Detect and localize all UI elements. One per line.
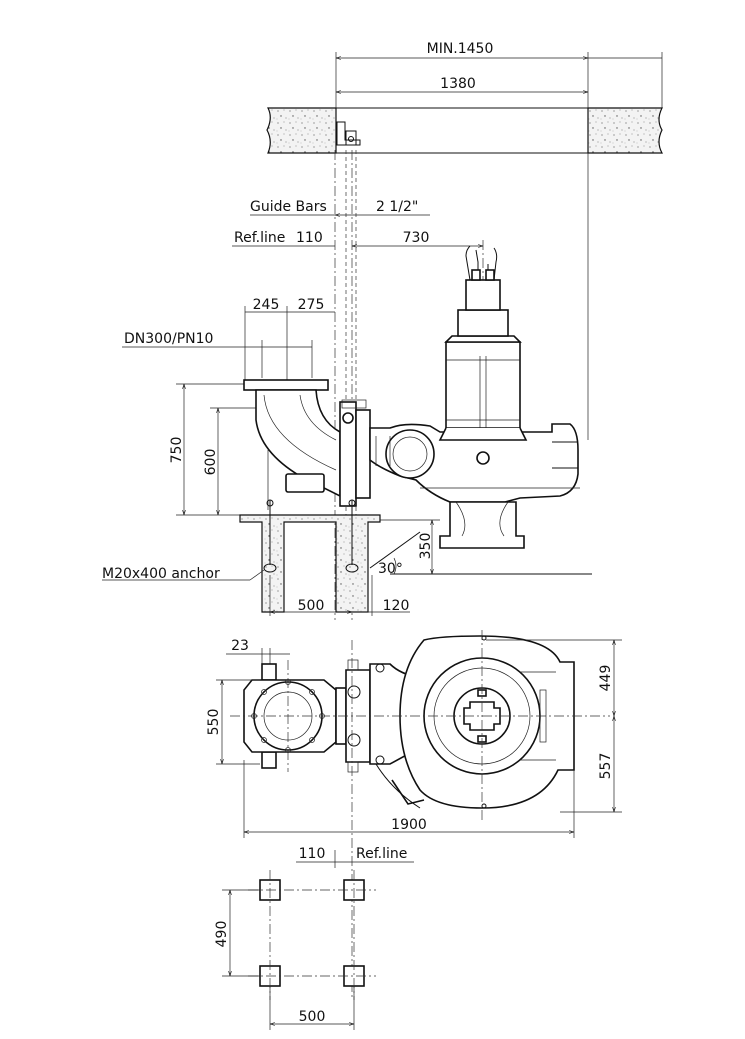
dim-500-bottom: 500 — [299, 1009, 326, 1025]
dim-750: 750 — [169, 437, 185, 464]
dim-600: 600 — [203, 449, 219, 476]
pump-casing — [369, 423, 580, 503]
dim-120: 120 — [383, 598, 410, 614]
foundation-dimensions — [269, 575, 410, 616]
top-dimensions — [335, 52, 663, 108]
flange-dimensions — [122, 306, 335, 380]
side-view: MIN.1450 1380 Guide Bars 2 1/2" Ref.line… — [102, 41, 664, 620]
dim-350: 350 — [418, 533, 434, 560]
plan-pump-body — [369, 635, 575, 809]
dim-500-side: 500 — [298, 598, 325, 614]
anchor-layout: 110 Ref.line 490 500 — [214, 846, 414, 1030]
dim-23: 23 — [231, 638, 249, 654]
dn-flange-label: DN300/PN10 — [124, 331, 213, 347]
top-slab — [266, 107, 664, 154]
plan-flange — [243, 663, 347, 769]
angle-dimensions — [369, 519, 440, 575]
dim-275: 275 — [298, 297, 325, 313]
dim-245: 245 — [253, 297, 280, 313]
dim-1900: 1900 — [391, 817, 427, 833]
guide-bars-label: Guide Bars — [250, 199, 327, 215]
dim-1380: 1380 — [440, 76, 476, 92]
plan-view: 23 — [206, 630, 622, 1000]
pump-stand — [439, 501, 525, 549]
anchor-label: M20x400 anchor — [102, 566, 220, 582]
refline-label-top: Ref.line — [234, 230, 285, 246]
dim-550: 550 — [206, 709, 222, 736]
dim-110-bottom: 110 — [299, 846, 326, 862]
guide-bars-size: 2 1/2" — [376, 199, 418, 215]
dim-110-top: 110 — [296, 230, 323, 246]
dim-min-1450: MIN.1450 — [427, 41, 494, 57]
discharge-elbow — [243, 379, 371, 510]
refline-label-bottom: Ref.line — [356, 846, 407, 862]
dim-730: 730 — [403, 230, 430, 246]
pump-motor — [438, 245, 528, 441]
foundation — [239, 499, 592, 613]
guide-dimensions — [232, 215, 483, 246]
dim-449: 449 — [598, 665, 614, 692]
dim-557: 557 — [598, 753, 614, 780]
angle-30: 30° — [378, 561, 403, 577]
dim-490: 490 — [214, 921, 230, 948]
